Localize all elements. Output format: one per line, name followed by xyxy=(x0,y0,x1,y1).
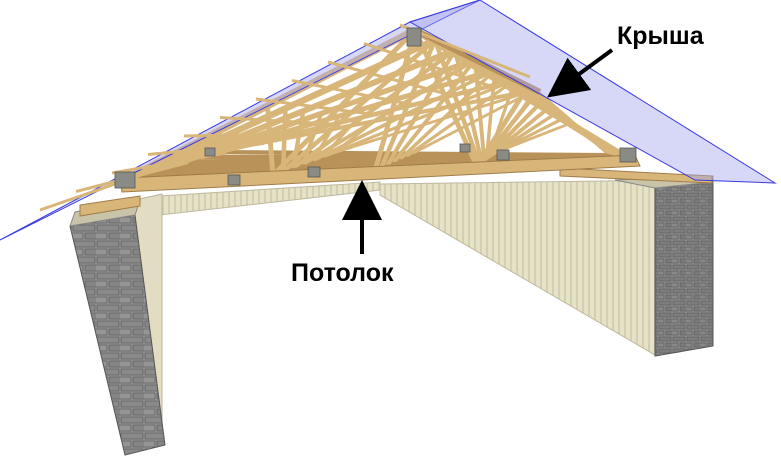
truss-web xyxy=(432,39,482,166)
connector-plate xyxy=(114,171,136,189)
sheathing-board xyxy=(183,132,303,138)
right-wall-plate xyxy=(559,167,713,184)
roof-label: Крыша xyxy=(617,22,704,50)
connector-plate xyxy=(227,174,241,186)
truss-web xyxy=(265,105,276,176)
truss-web xyxy=(322,78,516,159)
truss-web xyxy=(452,49,484,163)
sheathing-board xyxy=(327,60,455,98)
sheathing-board xyxy=(219,116,341,126)
roof-callout-arrow xyxy=(547,48,614,98)
connector-plate xyxy=(204,147,216,157)
truss-web xyxy=(291,48,457,170)
ceiling-label: Потолок xyxy=(291,259,394,287)
right-brick-wall xyxy=(654,179,714,357)
sheathing-board xyxy=(399,23,531,79)
roof-plane-right xyxy=(408,0,777,184)
right-wall-inner-face xyxy=(379,179,681,356)
left-wall-plate xyxy=(79,195,141,217)
connector-plates xyxy=(114,27,637,189)
connector-plate xyxy=(307,166,321,178)
truss-web xyxy=(280,108,288,172)
connector-plate xyxy=(496,149,510,161)
sheathing-board xyxy=(363,42,493,88)
truss-web xyxy=(474,93,525,168)
connector-plate xyxy=(406,27,422,47)
truss-web xyxy=(281,38,437,174)
truss-web xyxy=(291,110,306,169)
truss-web xyxy=(484,69,497,159)
truss-web xyxy=(473,59,487,161)
truss-web xyxy=(333,88,536,155)
connector-plate xyxy=(459,143,471,153)
connector-plate xyxy=(619,147,637,163)
sheathing-board xyxy=(255,97,379,117)
sheathing-board xyxy=(291,79,417,107)
